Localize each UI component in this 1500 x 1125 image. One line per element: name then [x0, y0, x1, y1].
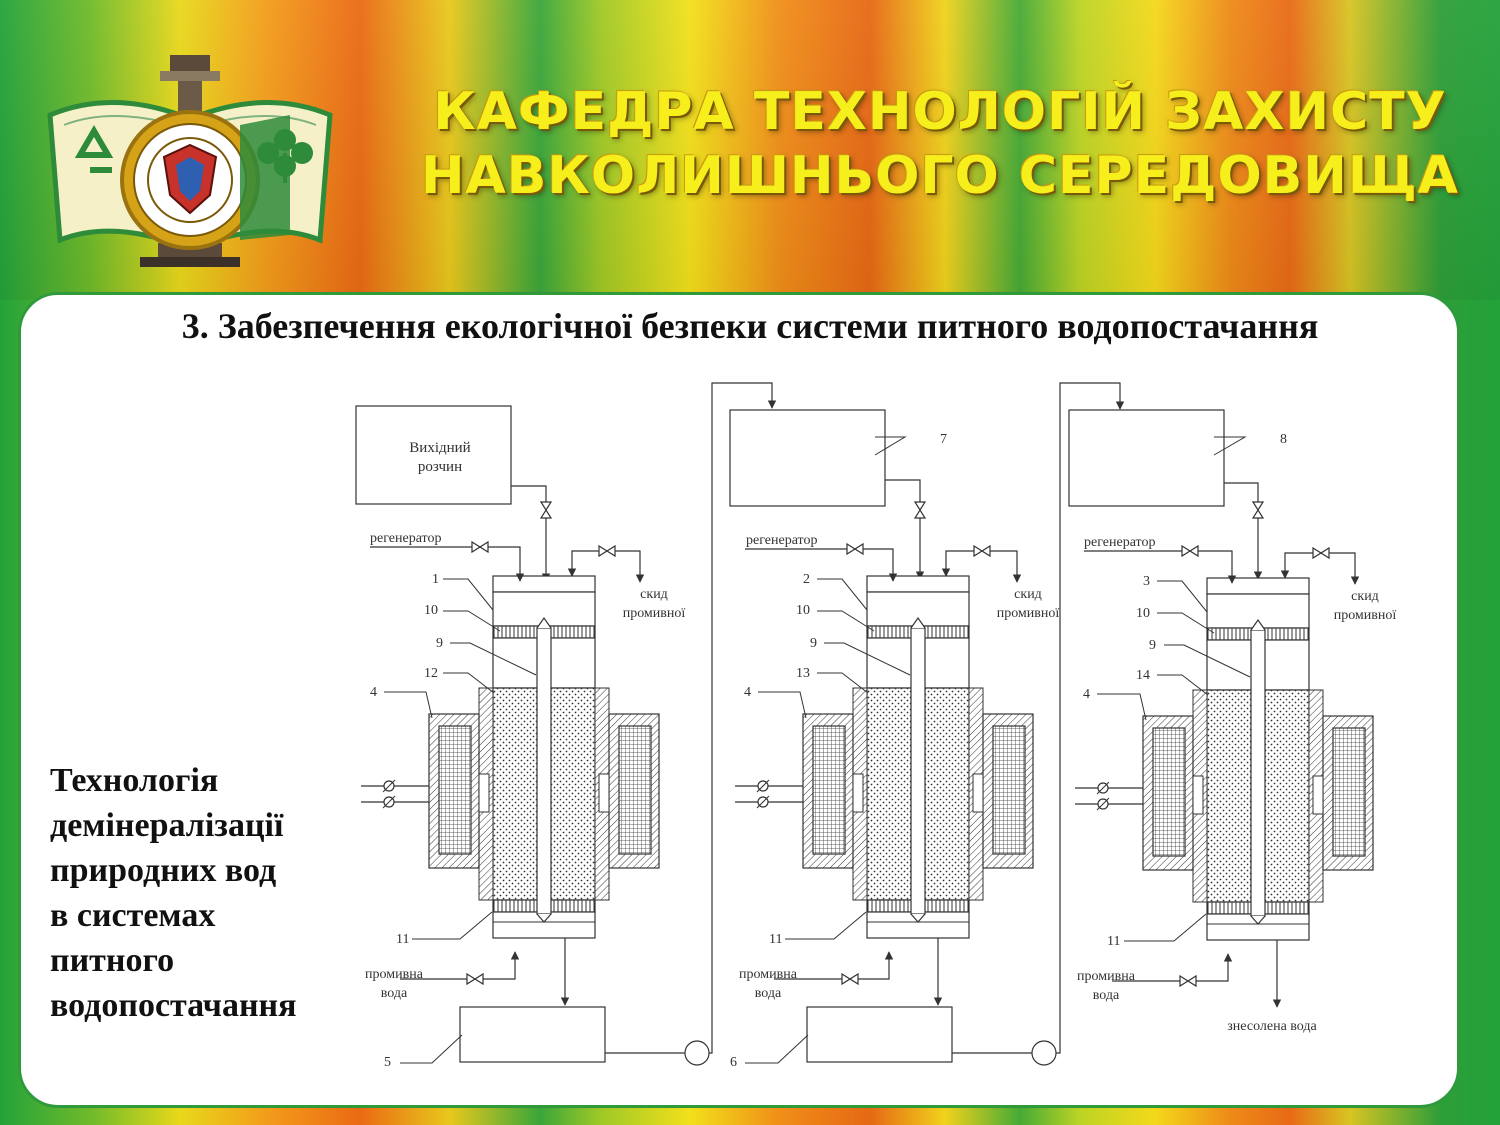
wash-water-label: промивна [1077, 969, 1136, 984]
regenerator-label: регенератор [1084, 535, 1155, 550]
wash-water-label: вода [1093, 988, 1120, 1003]
flush-label: скид [1351, 589, 1379, 604]
label-tank: 5 [384, 1055, 391, 1070]
caption-line: питного [50, 942, 175, 979]
collection-tank [806, 1006, 953, 1063]
pump-1 [684, 1040, 710, 1066]
wash-water-label: промивна [739, 967, 798, 982]
label-top: 2 [803, 572, 810, 587]
caption-line: Технологія [50, 762, 219, 799]
label-bottom: 11 [1107, 934, 1120, 949]
flush-label: скид [640, 587, 668, 602]
label-pipe: 9 [436, 636, 443, 651]
wash-water-label: промивна [365, 967, 424, 982]
department-title-line1: КАФЕДРА ТЕХНОЛОГІЙ ЗАХИСТУ [433, 82, 1447, 142]
label-coil: 4 [744, 685, 751, 700]
flush-label: скид [1014, 587, 1042, 602]
pump-2 [1031, 1040, 1057, 1066]
label-top: 3 [1143, 574, 1150, 589]
label-bottom: 11 [769, 932, 782, 947]
department-title-line2: НАВКОЛИШНЬОГО СЕРЕДОВИЩА [420, 146, 1460, 206]
label-wall: 10 [424, 603, 438, 618]
source-label: розчин [418, 459, 462, 475]
label-fill: 14 [1136, 668, 1150, 683]
source-tank [355, 405, 512, 505]
slide-heading: 3. Забезпечення екологічної безпеки сист… [181, 306, 1319, 346]
regenerator-label: регенератор [746, 533, 817, 548]
wash-water-label: вода [381, 986, 408, 1001]
clover-icon [257, 129, 313, 183]
column-unit-1: Вихідний розчин регенератор скид промивн… [355, 405, 686, 1070]
collection-tank [459, 1006, 606, 1063]
label-tank: 6 [730, 1055, 737, 1070]
side-caption: Технологія демінералізації природних вод… [50, 758, 350, 1028]
caption-line: демінералізації [50, 807, 284, 844]
flush-label: промивної [1334, 608, 1397, 623]
feed-tank-label: 8 [1280, 432, 1287, 447]
caption-line: природних вод [50, 852, 277, 889]
flush-label: промивної [623, 606, 686, 621]
caption-line: водопостачання [50, 987, 297, 1024]
label-wall: 10 [796, 603, 810, 618]
feed-tank-label: 7 [940, 432, 947, 447]
department-title: КАФЕДРА ТЕХНОЛОГІЙ ЗАХИСТУ НАВКОЛИШНЬОГО… [420, 80, 1460, 208]
label-coil: 4 [1083, 687, 1090, 702]
wash-water-label: вода [755, 986, 782, 1001]
label-pipe: 9 [1149, 638, 1156, 653]
demineralization-diagram: Вихідний розчин регенератор скид промивн… [355, 382, 1397, 1070]
flush-label: промивної [997, 606, 1060, 621]
regenerator-label: регенератор [370, 531, 441, 546]
product-water-label: знесолена вода [1227, 1019, 1317, 1034]
label-fill: 12 [424, 666, 438, 681]
column-unit-3: 8 регенератор скид промивної промивна во… [1068, 409, 1397, 1034]
label-top: 1 [432, 572, 439, 587]
label-coil: 4 [370, 685, 377, 700]
university-logo [47, 55, 333, 267]
feed-tank-7 [729, 409, 886, 507]
recycle-icon [74, 125, 114, 173]
column-unit-2: 7 регенератор скид промивної промивна во… [729, 409, 1060, 1070]
caption-line: в системах [50, 897, 216, 934]
label-pipe: 9 [810, 636, 817, 651]
feed-tank-8 [1068, 409, 1225, 507]
source-label: Вихідний [409, 440, 470, 456]
label-fill: 13 [796, 666, 810, 681]
label-wall: 10 [1136, 606, 1150, 621]
label-bottom: 11 [396, 932, 409, 947]
